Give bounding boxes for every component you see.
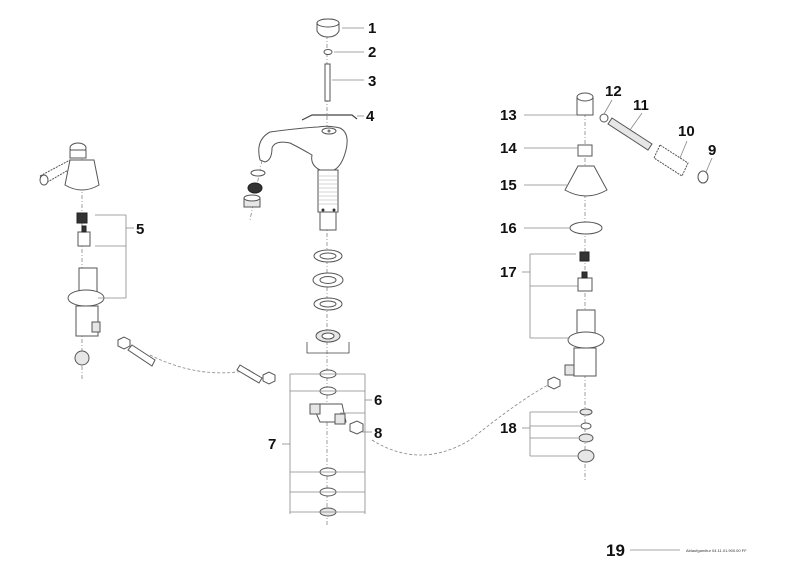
callout-2: 2 [368,44,376,61]
callout-4: 4 [366,108,375,125]
callout-13: 13 [500,107,517,124]
hose-right [371,384,549,456]
callout-3: 3 [368,73,376,90]
part-4-plate [301,114,358,121]
leader-lines [332,27,713,551]
part-1-cap [316,18,340,38]
bracket-6-7 [282,373,372,514]
callout-8: 8 [374,425,382,442]
callout-14: 14 [500,140,517,157]
hose-left [149,354,251,374]
tee-assembly [309,369,364,517]
bracket-5 [95,214,134,299]
footer-note: Ablaufgarnitur 04.11.01.900.00 FF [686,548,747,553]
spout-body [258,125,348,231]
callout-17: 17 [500,264,517,281]
callout-16: 16 [500,220,517,237]
callout-19: 19 [606,541,625,560]
callout-18: 18 [500,420,517,437]
spout-washers [306,249,350,354]
right-valve-assembly [564,92,709,480]
part-2-washer [323,49,333,55]
callout-1: 1 [368,20,376,37]
callout-5: 5 [136,221,144,238]
hose-fittings [117,336,561,390]
callout-12: 12 [605,83,622,100]
callout-7: 7 [268,436,276,453]
aerator-parts [243,159,266,221]
callout-10: 10 [678,123,695,140]
callout-9: 9 [708,142,716,159]
part-3-rod [324,63,331,102]
callout-15: 15 [500,177,517,194]
left-valve-assembly [39,142,105,380]
callout-11: 11 [633,97,649,114]
callout-6: 6 [374,392,382,409]
bracket-17-18 [522,253,580,457]
